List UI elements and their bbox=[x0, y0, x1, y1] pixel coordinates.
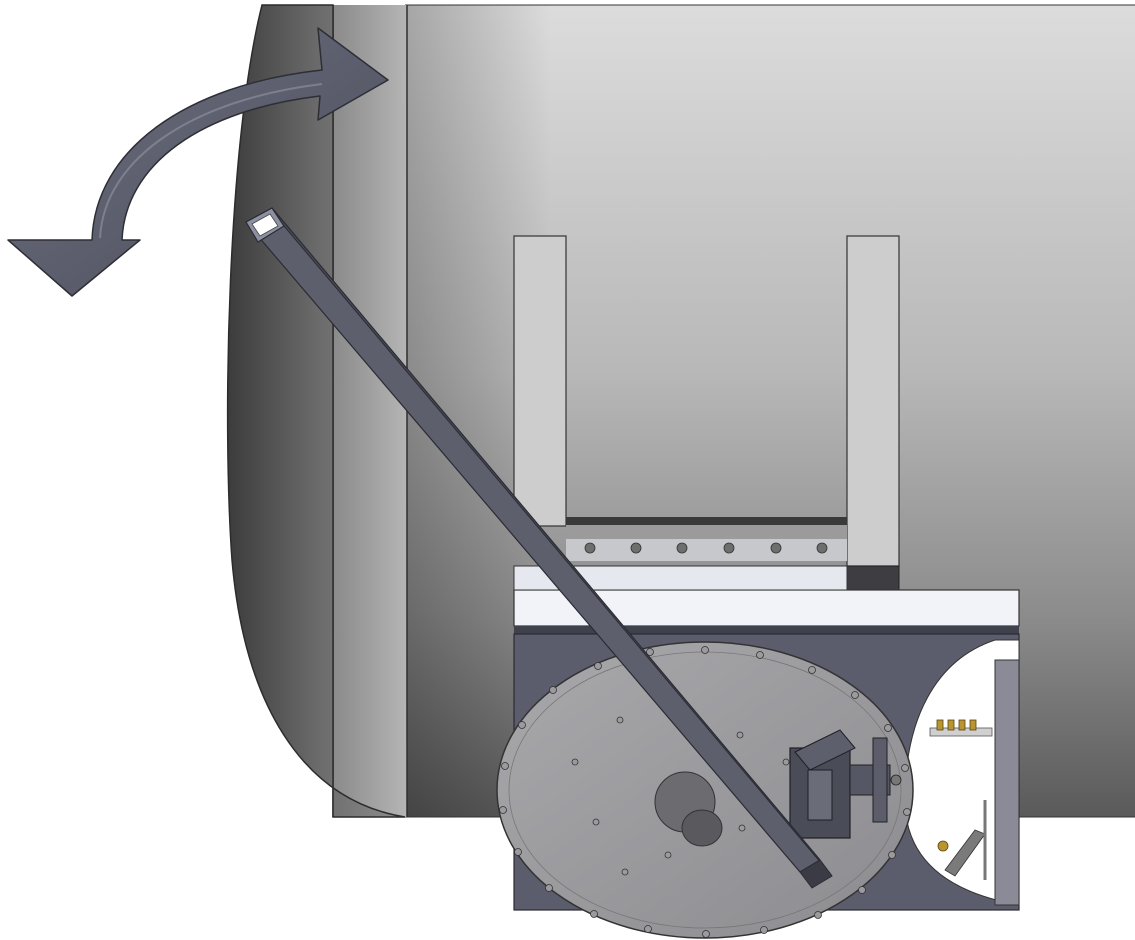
rotation-arrow-icon bbox=[7, 27, 389, 297]
bolt-rail bbox=[566, 517, 847, 561]
head-band bbox=[332, 5, 408, 817]
lever-tube bbox=[245, 207, 833, 889]
lid-bolts bbox=[499, 646, 911, 938]
support-post-right bbox=[846, 235, 900, 593]
lid-clamp bbox=[789, 729, 902, 839]
support-post-left bbox=[513, 235, 567, 527]
